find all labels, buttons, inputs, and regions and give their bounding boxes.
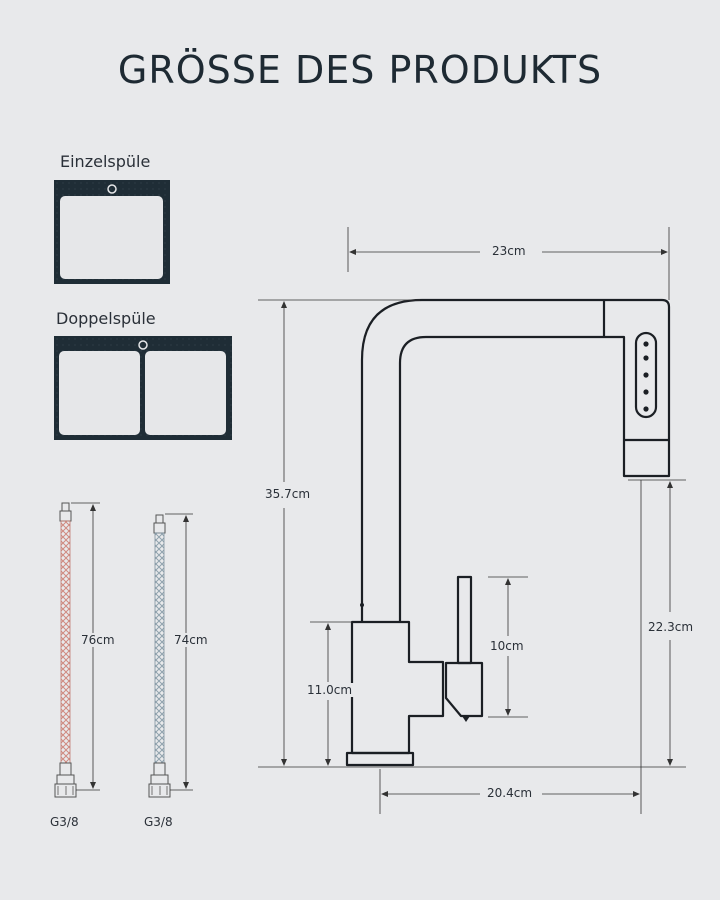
faucet-dimension-arrows [281,249,673,797]
single-sink-icon [54,180,170,284]
double-sink-icon [54,336,232,440]
hose1-thread-label: G3/8 [47,815,82,829]
base-height-label: 11.0cm [304,683,356,697]
faucet-pin [360,603,364,607]
handle-length-label: 10cm [487,639,527,653]
hose-blue [148,514,171,798]
width-top-label: 23cm [489,244,529,258]
hose-red [54,502,77,798]
hose2-length-label: 74cm [171,633,211,647]
reach-label: 20.4cm [484,786,536,800]
hose1-arrows [90,504,96,789]
hose2-arrows [183,515,189,789]
page-title: GRÖSSE DES PRODUKTS [117,48,603,92]
faucet-outline [345,298,671,767]
hose2-thread-label: G3/8 [141,815,176,829]
double-sink-label: Doppelspüle [56,309,156,328]
spout-height-label: 22.3cm [645,620,697,634]
spray-nozzles [643,341,649,412]
hose1-length-label: 76cm [78,633,118,647]
single-sink-label: Einzelspüle [60,152,151,171]
faucet-dimensions [258,227,686,814]
handle-tip [462,716,470,722]
hose2-dimension [165,513,193,791]
total-height-label: 35.7cm [262,487,314,501]
